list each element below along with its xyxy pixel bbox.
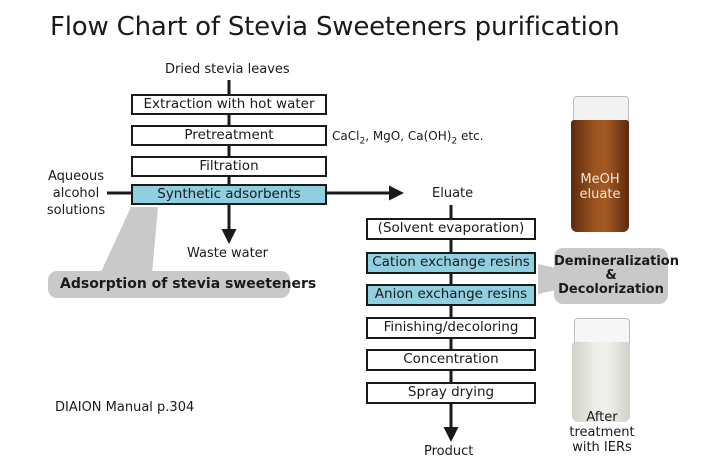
step-extraction: Extraction with hot water bbox=[131, 94, 327, 115]
step-solvent-evaporation: (Solvent evaporation) bbox=[366, 218, 536, 240]
right-callout-pointer bbox=[538, 264, 556, 294]
left-callout-pointer bbox=[100, 207, 158, 274]
vial-liquid bbox=[571, 120, 629, 232]
vial-caption: MeOH eluate bbox=[575, 172, 625, 202]
meoh-eluate-vial: MeOH eluate bbox=[571, 96, 631, 232]
step-filtration: Filtration bbox=[131, 156, 327, 177]
page-title: Flow Chart of Stevia Sweeteners purifica… bbox=[50, 12, 620, 42]
start-label: Dried stevia leaves bbox=[165, 62, 290, 77]
vial-cap bbox=[573, 96, 629, 124]
input-label: Aqueous alcohol solutions bbox=[46, 169, 106, 218]
vial-caption-text: MeOH eluate bbox=[579, 172, 621, 202]
pretreatment-note-text: CaCl2, MgO, Ca(OH)2 etc. bbox=[332, 129, 484, 147]
step-finishing: Finishing/decoloring bbox=[366, 317, 536, 339]
step-cation-exchange: Cation exchange resins bbox=[366, 252, 536, 274]
waste-water-label: Waste water bbox=[187, 246, 269, 261]
step-concentration: Concentration bbox=[366, 349, 536, 371]
pretreatment-note: CaCl2, MgO, Ca(OH)2 etc. bbox=[332, 129, 484, 146]
demineralization-callout: Demineralization&Decolorization bbox=[554, 248, 679, 304]
after-ier-vial bbox=[572, 318, 632, 422]
step-anion-exchange: Anion exchange resins bbox=[366, 284, 536, 306]
eluate-label: Eluate bbox=[432, 186, 474, 201]
after-ier-caption: After treatment with IERs bbox=[569, 410, 635, 455]
step-synthetic-adsorbents: Synthetic adsorbents bbox=[131, 184, 327, 205]
adsorption-callout: Adsorption of stevia sweeteners bbox=[48, 271, 316, 298]
source-label: DIAION Manual p.304 bbox=[55, 400, 195, 415]
step-pretreatment: Pretreatment bbox=[131, 125, 327, 146]
vial-liquid bbox=[572, 342, 630, 422]
step-spray-drying: Spray drying bbox=[366, 382, 536, 404]
product-label: Product bbox=[424, 444, 474, 459]
demineralization-text: Demineralization&Decolorization bbox=[554, 254, 679, 297]
